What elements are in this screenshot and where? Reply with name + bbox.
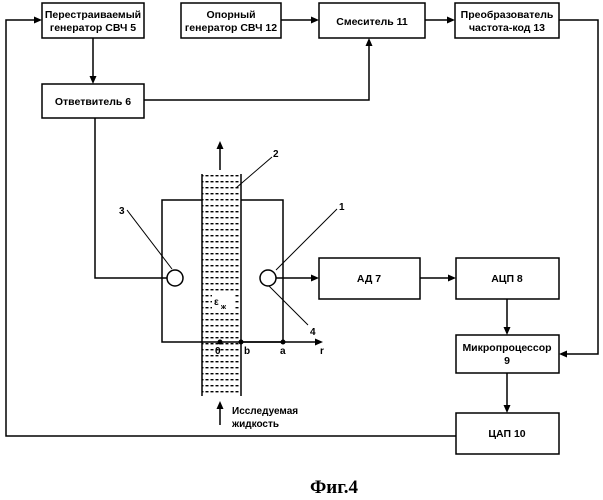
conv13-line2: частота-код 13 (469, 22, 545, 34)
gen5-line2: генератор СВЧ 5 (50, 22, 136, 34)
axis-point-a (281, 340, 286, 345)
resonator: ε ж 0 b a r (162, 141, 324, 425)
dac10-line1: ЦАП 10 (488, 428, 525, 440)
axis-label-zero: 0 (215, 346, 221, 357)
adc-block: АЦП 8 (456, 258, 559, 299)
adc8-line1: АЦП 8 (491, 273, 523, 285)
axis-label-b: b (244, 346, 250, 357)
axis-point-b (239, 340, 244, 345)
conv13-line1: Преобразователь (461, 9, 554, 21)
coupler-block: Ответвитель 6 (42, 84, 144, 118)
flow-in-arrow-icon (217, 401, 224, 409)
figure-caption: Фиг.4 (310, 477, 359, 498)
coup6-line1: Ответвитель 6 (55, 96, 131, 108)
cavity-left-wall (162, 200, 202, 342)
gen12-line1: Опорный (206, 9, 255, 21)
axis-label-r: r (320, 346, 324, 357)
dac-block: ЦАП 10 (456, 413, 559, 454)
radial-axis-arrow-icon (315, 339, 323, 346)
eps-subscript: ж (220, 304, 227, 311)
callout-2: 2 (273, 149, 279, 160)
ad7-line1: АД 7 (357, 273, 381, 285)
liquid-tube-fill (202, 174, 241, 396)
amplitude-detector-block: АД 7 (319, 258, 420, 299)
cavity-right-wall (241, 200, 283, 342)
gen12-line2: генератор СВЧ 12 (185, 22, 277, 34)
callout-1: 1 (339, 202, 345, 213)
mp9-line2: 9 (504, 355, 510, 367)
output-coupling-loop (260, 270, 276, 286)
mix11-line1: Смеситель 11 (336, 16, 408, 28)
microprocessor-block: Микропроцессор 9 (456, 335, 559, 373)
mixer-block: Смеситель 11 (319, 3, 425, 38)
callout-4: 4 (310, 327, 316, 338)
flow-out-arrow-icon (217, 141, 224, 149)
axis-point-zero (218, 340, 223, 345)
frequency-code-converter-block: Преобразователь частота-код 13 (455, 3, 559, 38)
eps-symbol: ε (214, 297, 219, 308)
mp9-line1: Микропроцессор (462, 342, 551, 354)
input-coupling-loop (167, 270, 183, 286)
liquid-label-line1: Исследуемая (232, 406, 298, 417)
gen5-line1: Перестраиваемый (45, 9, 141, 21)
tunable-microwave-generator-block: Перестраиваемый генератор СВЧ 5 (42, 3, 144, 38)
axis-label-a: a (280, 346, 286, 357)
liquid-label-line2: жидкость (231, 419, 279, 430)
reference-microwave-generator-block: Опорный генератор СВЧ 12 (181, 3, 281, 38)
callout-3: 3 (119, 206, 125, 217)
